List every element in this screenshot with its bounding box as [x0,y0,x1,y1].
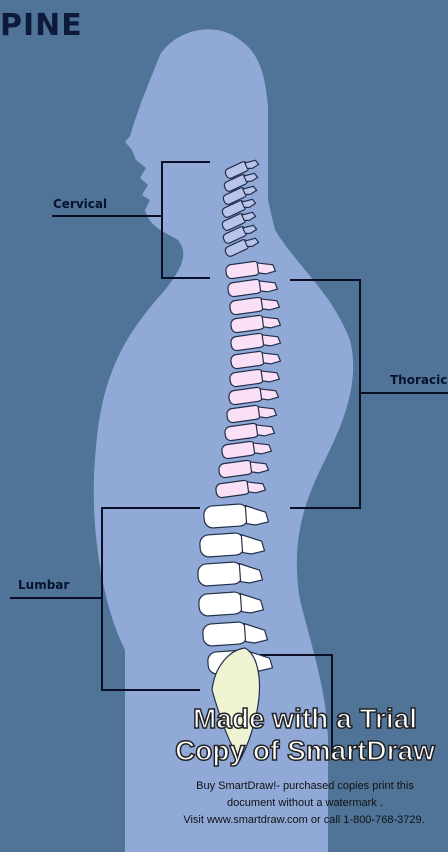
lumbar-label: Lumbar [18,578,69,592]
cervical-label: Cervical [53,197,107,211]
watermark-note3: Visit www.smartdraw.com or call 1-800-76… [164,814,444,826]
watermark-line2: Copy of SmartDraw [174,735,436,767]
page-title: PINE [0,8,83,43]
watermark-note2: document without a watermark . [174,797,436,809]
watermark-line1: Made with a Trial [174,703,436,735]
thoracic-label: Thoracic [390,373,447,387]
watermark-note1: Buy SmartDraw!- purchased copies print t… [174,780,436,792]
